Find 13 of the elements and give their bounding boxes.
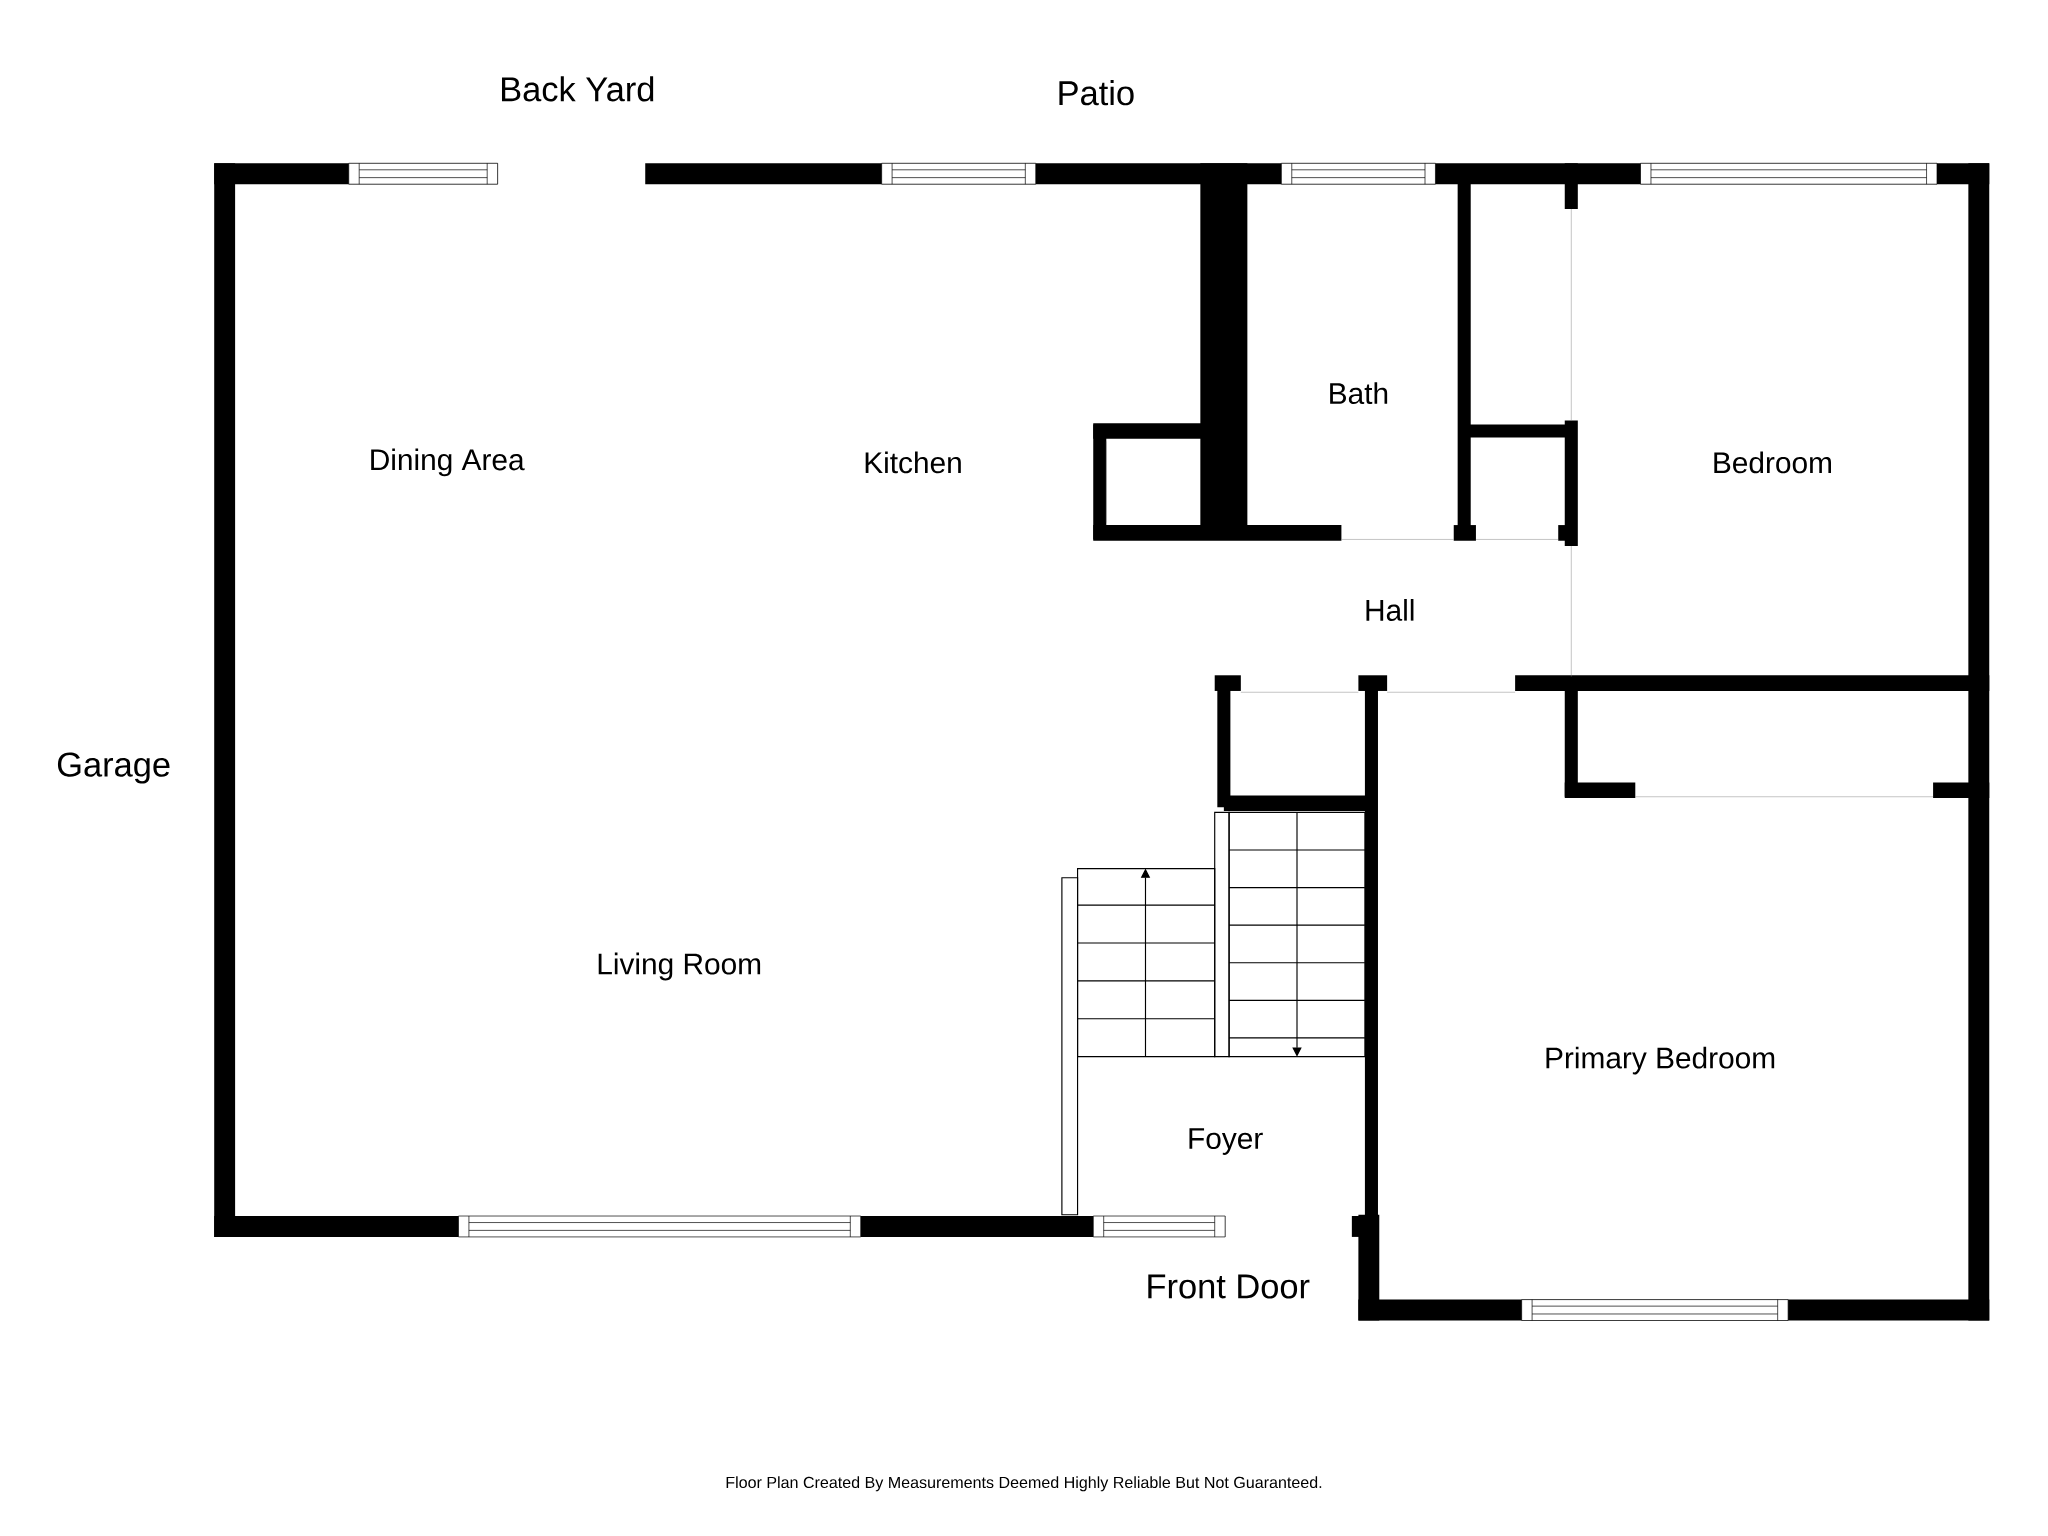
area-label: Patio [1059, 80, 1134, 106]
room-label: Kitchen [865, 451, 961, 474]
room-label: Living Room [598, 952, 761, 981]
room-label: Dining Area [371, 448, 525, 477]
area-label: Front Door [1148, 1274, 1310, 1299]
room-label: Primary Bedroom [1546, 1046, 1775, 1075]
area-label: Garage [57, 752, 170, 784]
room-label: Hall [1366, 599, 1414, 621]
room-label: Foyer [1189, 1128, 1263, 1155]
room-label: Bedroom [1714, 451, 1831, 474]
footnote: Floor Plan Created By Measurements Deemed Highly Reliable But Not Guaranteed. [726, 1476, 1322, 1492]
area-label: Back Yard [502, 76, 654, 102]
room-label: Bath [1330, 382, 1388, 405]
